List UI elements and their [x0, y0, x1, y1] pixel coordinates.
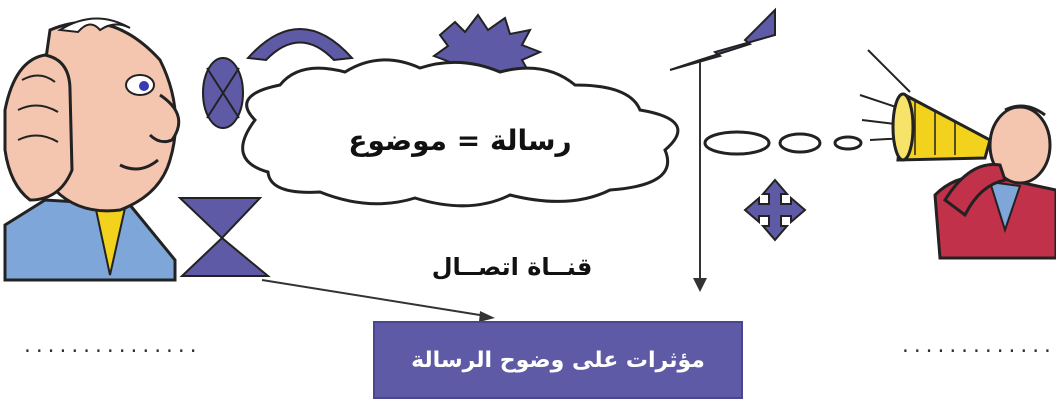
- listener-man-icon: [3, 17, 181, 282]
- right-dotted-line: ...............: [900, 336, 1056, 357]
- channel-arrow-head: [693, 278, 707, 292]
- message-clarity-box: مؤثرات على وضوح الرسالة: [373, 321, 743, 399]
- message-cloud: [241, 58, 680, 208]
- left-dotted-line: ...............: [22, 336, 200, 357]
- cloud-text: رسالة = موضوع: [348, 124, 571, 157]
- effect-arrow-head: [479, 311, 495, 322]
- channel-label: قنــاة اتصــال: [432, 253, 593, 281]
- hourglass-icon: [177, 197, 271, 277]
- message-clarity-label: مؤثرات على وضوح الرسالة: [411, 347, 705, 373]
- crossed-circle-icon: [202, 57, 244, 129]
- speaker-megaphone-icon: [859, 49, 1056, 260]
- lightning-icon: [669, 7, 776, 71]
- speech-ovals: [703, 130, 863, 156]
- effect-arrow: [261, 279, 487, 317]
- four-arrows-icon: [743, 178, 807, 242]
- arc-icon: [245, 28, 355, 62]
